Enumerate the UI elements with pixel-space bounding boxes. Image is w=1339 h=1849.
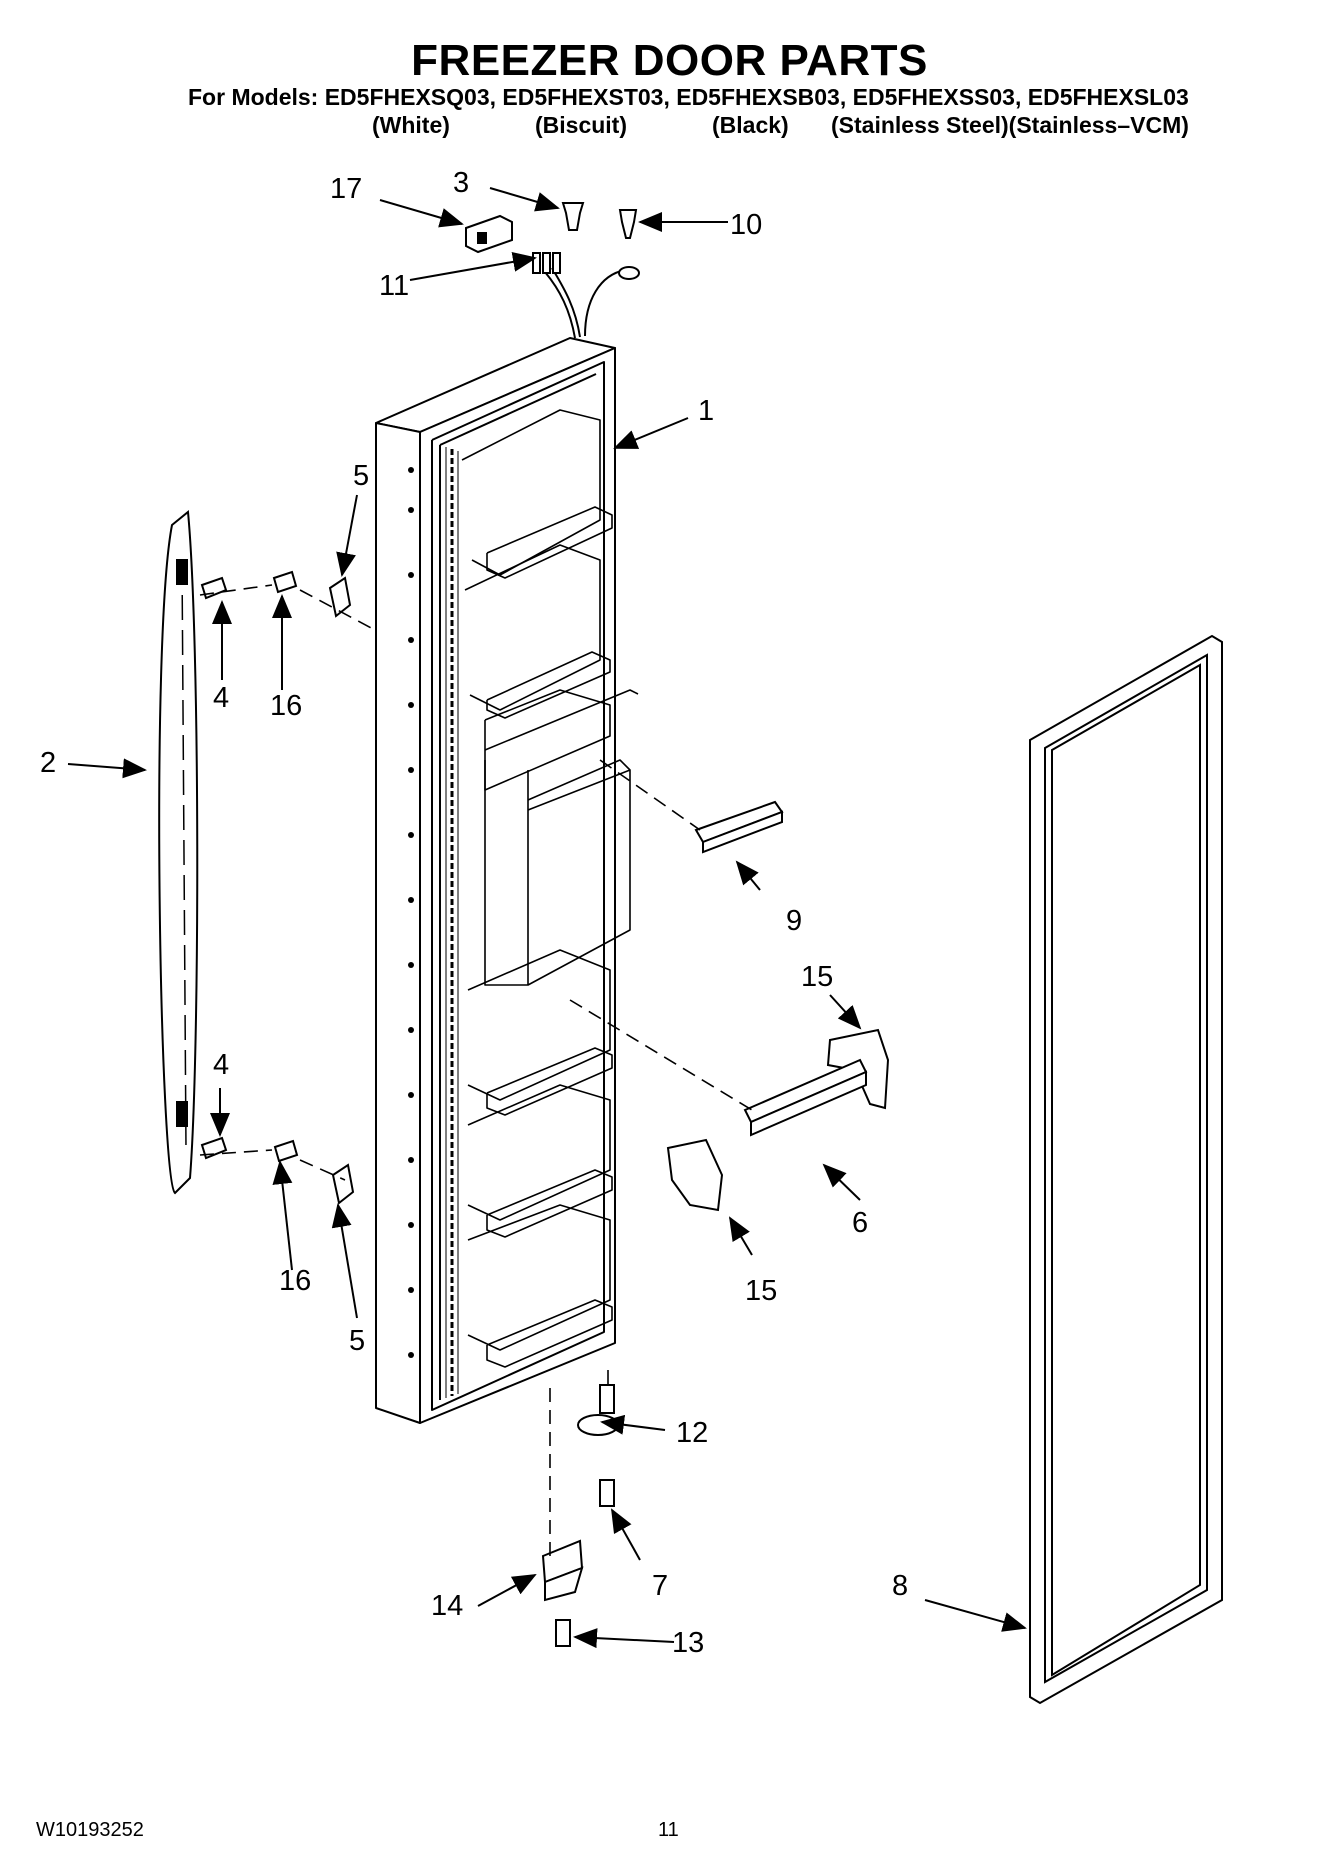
callout-4: 4 bbox=[213, 682, 229, 714]
models-line: For Models: ED5FHEXSQ03, ED5FHEXST03, ED… bbox=[188, 84, 1189, 110]
callout-12: 12 bbox=[676, 1417, 708, 1449]
document-number: W10193252 bbox=[36, 1819, 144, 1841]
callout-9: 9 bbox=[786, 905, 802, 937]
callout-5b: 5 bbox=[349, 1325, 365, 1357]
callout-6: 6 bbox=[852, 1207, 868, 1239]
callout-11: 11 bbox=[379, 270, 409, 302]
door-handle bbox=[158, 510, 199, 1195]
page-title: FREEZER DOOR PARTS bbox=[411, 36, 928, 85]
callout-5: 5 bbox=[353, 460, 369, 492]
callout-17: 17 bbox=[330, 173, 362, 205]
small-parts bbox=[200, 202, 890, 1647]
color-black: (Black) bbox=[712, 112, 789, 138]
color-biscuit: (Biscuit) bbox=[535, 112, 627, 138]
callout-7: 7 bbox=[652, 1570, 668, 1602]
callout-16b: 16 bbox=[279, 1265, 311, 1297]
assembly-lines bbox=[199, 584, 753, 1560]
color-white: (White) bbox=[372, 112, 450, 138]
leader-arrows bbox=[67, 187, 1027, 1649]
callout-4b: 4 bbox=[213, 1049, 229, 1081]
callout-14: 14 bbox=[431, 1590, 463, 1622]
page-number: 11 bbox=[658, 1819, 679, 1841]
callout-15: 15 bbox=[801, 961, 833, 993]
freezer-door bbox=[375, 267, 639, 1424]
callout-2: 2 bbox=[40, 747, 56, 779]
callout-3: 3 bbox=[453, 167, 469, 199]
color-stainless: (Stainless Steel)(Stainless–VCM) bbox=[831, 112, 1189, 138]
callout-15b: 15 bbox=[745, 1275, 777, 1307]
callout-8: 8 bbox=[892, 1570, 908, 1602]
callout-13: 13 bbox=[672, 1627, 704, 1659]
door-gasket bbox=[1029, 634, 1223, 1705]
callout-1: 1 bbox=[698, 395, 714, 427]
callout-10: 10 bbox=[730, 209, 762, 241]
callout-16: 16 bbox=[270, 690, 302, 722]
callout-labels: 1 2 3 4 4 5 5 6 7 8 9 10 11 12 13 14 15 … bbox=[40, 167, 908, 1659]
